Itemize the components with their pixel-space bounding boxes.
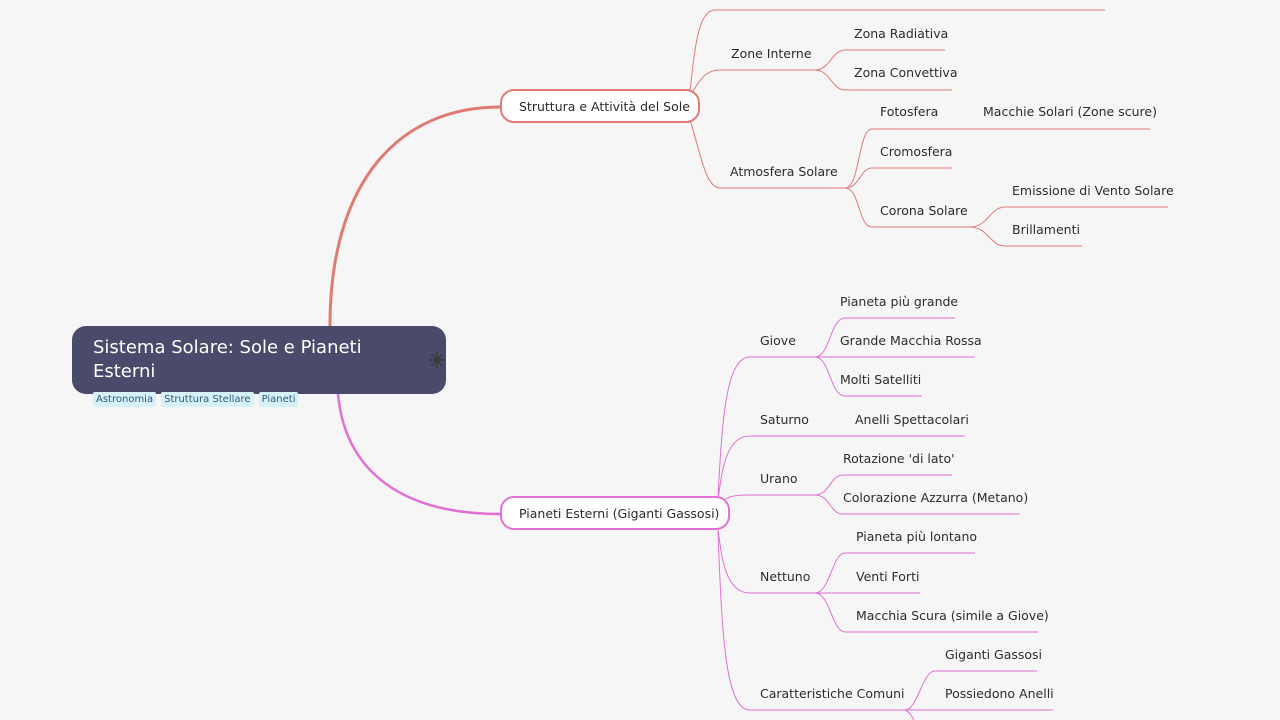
- topic-fotosfera[interactable]: Fotosfera: [880, 104, 939, 119]
- root-title: Sistema Solare: Sole e Pianeti Esterni: [93, 337, 362, 382]
- tag-astronomia[interactable]: Astronomia: [93, 392, 157, 407]
- topic-atmosfera-solare[interactable]: Atmosfera Solare: [730, 164, 838, 179]
- topic-macchie-solari[interactable]: Macchie Solari (Zone scure): [983, 104, 1157, 119]
- branch-pianeti-esterni[interactable]: Pianeti Esterni (Giganti Gassosi): [500, 496, 730, 530]
- root-topic[interactable]: Sistema Solare: Sole e Pianeti Esterni A…: [72, 326, 446, 407]
- topic-rotazione-di-lato[interactable]: Rotazione 'di lato': [843, 451, 955, 466]
- topic-brillamenti[interactable]: Brillamenti: [1012, 222, 1080, 237]
- topic-giganti-gassosi[interactable]: Giganti Gassosi: [945, 647, 1043, 662]
- topic-urano[interactable]: Urano: [760, 471, 798, 486]
- sun-icon: [428, 351, 446, 369]
- topic-grande-macchia-rossa[interactable]: Grande Macchia Rossa: [840, 333, 982, 348]
- topic-corona-solare[interactable]: Corona Solare: [880, 203, 968, 218]
- topic-molti-satelliti[interactable]: Molti Satelliti: [840, 372, 922, 387]
- root-title-row: Sistema Solare: Sole e Pianeti Esterni: [93, 336, 446, 384]
- topic-zona-convettiva[interactable]: Zona Convettiva: [854, 65, 958, 80]
- topic-zona-radiativa[interactable]: Zona Radiativa: [854, 26, 949, 41]
- topic-venti-forti[interactable]: Venti Forti: [856, 569, 920, 584]
- tag-pianeti[interactable]: Pianeti: [258, 392, 299, 407]
- topic-possiedono-anelli[interactable]: Possiedono Anelli: [945, 686, 1054, 701]
- topic-saturno[interactable]: Saturno: [760, 412, 809, 427]
- topic-macchia-scura[interactable]: Macchia Scura (simile a Giove): [856, 608, 1049, 623]
- topic-anelli-spettacolari[interactable]: Anelli Spettacolari: [855, 412, 969, 427]
- tag-list: Astronomia Struttura Stellare Pianeti: [93, 392, 446, 407]
- topic-giove[interactable]: Giove: [760, 333, 796, 348]
- topic-caratteristiche-comuni[interactable]: Caratteristiche Comuni: [760, 686, 905, 701]
- tag-struttura-stellare[interactable]: Struttura Stellare: [161, 392, 254, 407]
- topic-pianeta-piu-lontano[interactable]: Pianeta più lontano: [856, 529, 978, 544]
- topic-zone-interne[interactable]: Zone Interne: [731, 46, 812, 61]
- topic-colorazione-azzurra[interactable]: Colorazione Azzurra (Metano): [843, 490, 1029, 505]
- branch-struttura-sole[interactable]: Struttura e Attività del Sole: [500, 89, 700, 123]
- topic-vento-solare[interactable]: Emissione di Vento Solare: [1012, 183, 1174, 198]
- topic-cromosfera[interactable]: Cromosfera: [880, 144, 953, 159]
- topic-nettuno[interactable]: Nettuno: [760, 569, 811, 584]
- topic-pianeta-piu-grande[interactable]: Pianeta più grande: [840, 294, 959, 309]
